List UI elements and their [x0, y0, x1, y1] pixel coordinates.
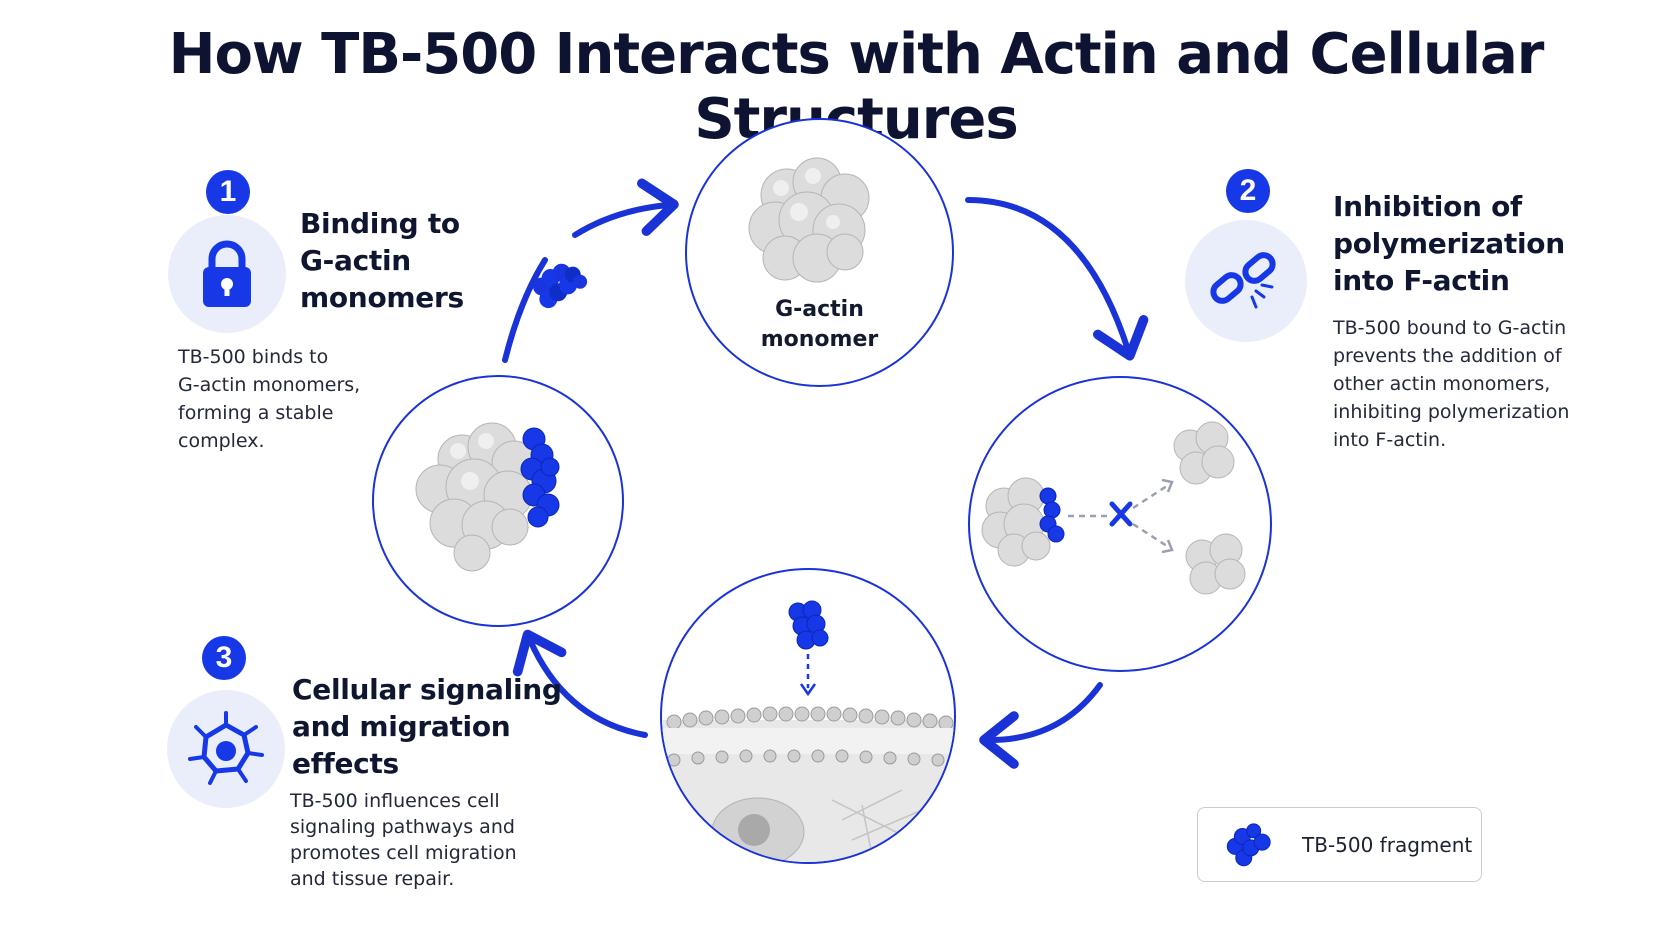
step-3-title: Cellular signaling and migration effects	[292, 671, 562, 782]
lock-icon	[203, 240, 251, 307]
step-3-title-line-2: and migration	[292, 710, 511, 743]
step-3-desc-line-2: signaling pathways and	[290, 816, 515, 838]
step-1-title-line-1: Binding to	[300, 207, 460, 240]
g-actin-label-line-2: monomer	[760, 327, 879, 352]
step-1-desc-line-2: G-actin monomers,	[178, 374, 361, 396]
tb500-fragment-floating	[532, 263, 588, 309]
polymerization-block-diagram	[981, 421, 1246, 595]
step-1-desc-line-3: forming a stable	[178, 402, 334, 424]
arrow-left-to-top-head	[572, 178, 679, 238]
cell-membrane-illustration	[662, 600, 954, 862]
stage-g-actin-monomer: G-actin monomer	[685, 118, 954, 387]
step-3-badge: 3	[202, 636, 246, 680]
step-1-desc-line-4: complex.	[178, 430, 265, 452]
step-1-badge: 1	[206, 170, 250, 214]
step-1-description: TB-500 binds to G-actin monomers, formin…	[178, 343, 360, 455]
step-3-title-line-1: Cellular signaling	[292, 673, 562, 706]
step-2-desc-line-3: other actin monomers,	[1333, 373, 1551, 395]
step-3-title-line-3: effects	[292, 747, 399, 780]
tb500-g-actin-complex	[415, 422, 560, 572]
arrow-bottom-to-left	[512, 629, 648, 738]
step-2-badge: 2	[1226, 169, 1270, 213]
step-2-title: Inhibition of polymerization into F-acti…	[1333, 188, 1565, 299]
cell-signaling-icon	[188, 711, 264, 785]
step-2-desc-line-4: inhibiting polymerization	[1333, 401, 1570, 423]
step-3-desc-line-1: TB-500 influences cell	[290, 790, 500, 812]
step-1-desc-line-1: TB-500 binds to	[178, 346, 329, 368]
arrow-top-to-right	[965, 197, 1149, 361]
step-3-desc-line-3: promotes cell migration	[290, 842, 517, 864]
step-2-icon-circle	[1185, 220, 1307, 342]
page-title: How TB-500 Interacts with Actin and Cell…	[168, 22, 1545, 152]
tb500-fragment-legend-icon	[1226, 822, 1271, 866]
step-2-title-line-3: into F-actin	[1333, 264, 1510, 297]
broken-chain-icon	[1210, 252, 1276, 309]
step-1-title: Binding to G-actin monomers	[300, 205, 464, 316]
stage-bound-complex	[372, 375, 624, 627]
step-2-title-line-2: polymerization	[1333, 227, 1565, 260]
step-3-desc-line-4: and tissue repair.	[290, 868, 455, 890]
g-actin-protein	[748, 157, 870, 283]
step-2-desc-line-5: into F-actin.	[1333, 429, 1447, 451]
step-3-icon-circle	[167, 690, 285, 808]
step-2-title-line-1: Inhibition of	[1333, 190, 1522, 223]
step-2-desc-line-2: prevents the addition of	[1333, 345, 1562, 367]
step-3-description: TB-500 influences cell signaling pathway…	[290, 788, 517, 892]
arrow-right-to-bottom	[979, 682, 1103, 769]
arrow-left-to-top	[502, 257, 548, 363]
step-1-title-line-3: monomers	[300, 281, 464, 314]
step-1-title-line-2: G-actin	[300, 244, 411, 277]
block-x-icon	[1109, 501, 1133, 527]
legend-label: TB-500 fragment	[1302, 832, 1473, 857]
tb500-fragment-approaching	[788, 600, 829, 650]
stage-cell-membrane	[660, 568, 956, 864]
step-1-icon-circle	[168, 215, 286, 333]
g-actin-label-line-1: G-actin	[775, 297, 864, 322]
g-actin-label: G-actin monomer	[687, 295, 952, 355]
step-2-desc-line-1: TB-500 bound to G-actin	[1333, 317, 1567, 339]
stage-inhibited-polymerization	[968, 376, 1272, 672]
legend: TB-500 fragment	[1197, 807, 1482, 882]
step-2-description: TB-500 bound to G-actin prevents the add…	[1333, 314, 1569, 454]
